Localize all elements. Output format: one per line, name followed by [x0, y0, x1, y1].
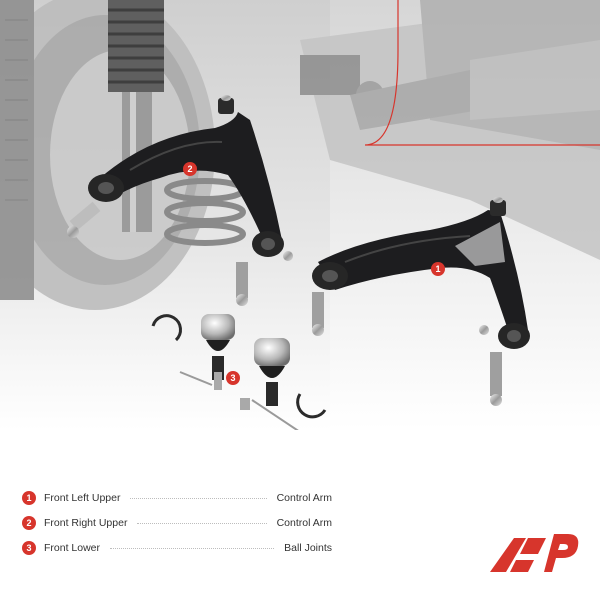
legend-item: 1 Front Left Upper Control Arm: [22, 486, 332, 510]
legend-label: Front Right Upper: [44, 517, 128, 529]
legend-number-badge: 2: [22, 516, 36, 530]
ap-logo-icon: [488, 528, 580, 576]
control-arm-left-upper: [312, 197, 530, 406]
legend-label: Front Lower: [44, 542, 101, 554]
ball-joint-2: [240, 338, 299, 430]
callout-badge-1: 1: [431, 262, 445, 276]
legend-item: 3 Front Lower Ball Joints: [22, 536, 332, 560]
ball-joint-1: [179, 314, 235, 390]
callout-badge-2: 2: [183, 162, 197, 176]
snap-ring-2: [296, 393, 327, 419]
callout-badge-3: 3: [226, 371, 240, 385]
legend-number-badge: 3: [22, 541, 36, 555]
frame-background: [300, 0, 600, 260]
legend-leader-line: [137, 522, 267, 524]
legend-number-badge: 1: [22, 491, 36, 505]
legend-leader-line: [110, 547, 275, 549]
legend-value: Control Arm: [276, 492, 332, 504]
accent-arc: [364, 0, 600, 146]
legend-value: Control Arm: [276, 517, 332, 529]
legend-item: 2 Front Right Upper Control Arm: [22, 511, 332, 535]
control-arm-right-upper: [67, 95, 293, 306]
legend-label: Front Left Upper: [44, 492, 121, 504]
parts-legend: 1 Front Left Upper Control Arm 2 Front R…: [22, 486, 332, 561]
hero-illustration: [0, 0, 600, 430]
legend-leader-line: [130, 497, 267, 499]
product-hero-image: 2 1 3: [0, 0, 600, 430]
snap-ring-1: [151, 314, 182, 342]
legend-value: Ball Joints: [284, 542, 332, 554]
